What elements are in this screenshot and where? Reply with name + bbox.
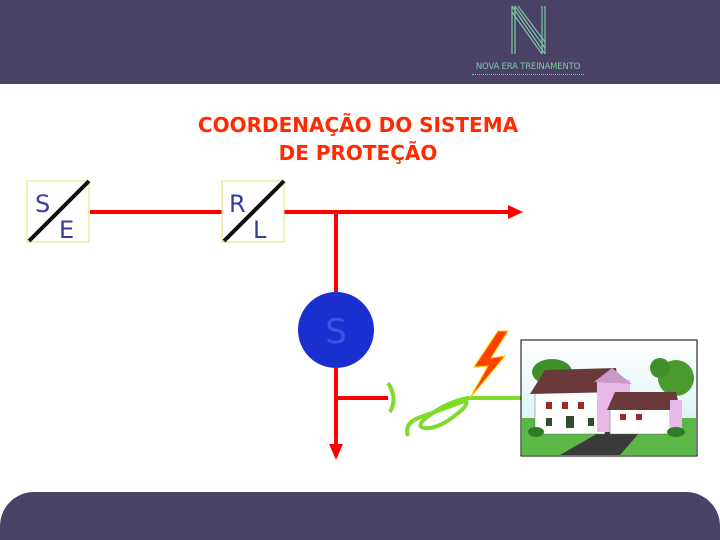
logo-n-icon	[511, 5, 546, 55]
logo-text: NOVA ERA TREINAMENTO	[475, 62, 581, 72]
header-band	[0, 0, 720, 84]
title-line-1: COORDENAÇÃO DO SISTEMA	[197, 113, 519, 137]
device-rl-bottom-label: L	[253, 216, 267, 244]
title-line-2: DE PROTEÇÃO	[278, 141, 438, 165]
sectionalizer-circle: S	[298, 292, 374, 368]
device-rl: R L	[221, 179, 286, 244]
sectionalizer-label: S	[325, 312, 347, 352]
lightning-icon	[469, 330, 509, 399]
device-rl-top-label: R	[229, 190, 246, 218]
page-title: COORDENAÇÃO DO SISTEMA DE PROTEÇÃO	[120, 111, 596, 167]
main-feeder-line	[90, 205, 523, 219]
device-se-bottom-label: E	[59, 216, 74, 244]
device-se-top-label: S	[35, 190, 50, 218]
logo-tagline-line	[472, 74, 584, 77]
branch-line	[329, 212, 388, 460]
device-se: S E	[26, 179, 91, 244]
house-illustration	[520, 339, 698, 457]
footer-band	[0, 492, 720, 540]
company-logo: NOVA ERA TREINAMENTO	[466, 2, 590, 82]
fault-conductor	[386, 381, 525, 437]
